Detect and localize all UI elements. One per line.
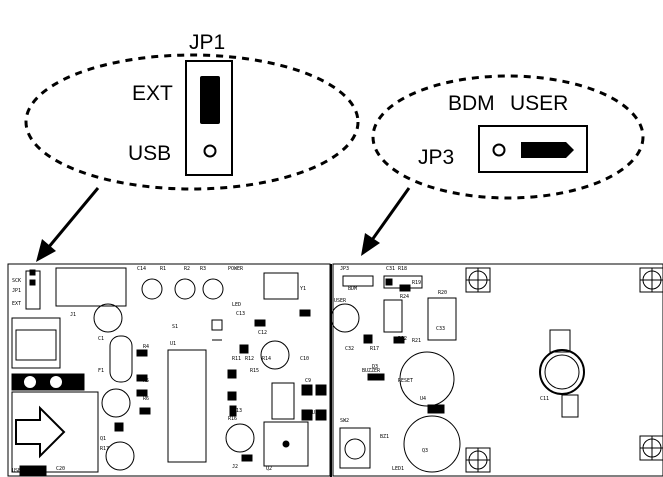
left-silk-label: R5 xyxy=(143,378,149,384)
right-silk-label: R21 xyxy=(412,338,421,344)
left-silk-label: C20 xyxy=(56,466,65,472)
jp1-title-label: JP1 xyxy=(189,31,225,54)
jp3-user-label: USER xyxy=(510,92,568,115)
right-silk-label: R17 xyxy=(370,346,379,352)
left-silk-label: C13 xyxy=(236,311,245,317)
right-silk-label: R18 xyxy=(398,266,407,272)
left-silk-label: C1 xyxy=(98,336,104,342)
right-silk-label: USER xyxy=(334,298,347,304)
right-silk-label: U4 xyxy=(420,396,426,402)
left-silk-label: S1 xyxy=(172,324,178,330)
jp3-pointer-arrow-line xyxy=(370,187,411,241)
left-silk-label: U3 xyxy=(312,410,318,416)
jp3-bdm-pin xyxy=(492,143,506,157)
left-silk-label: EXT xyxy=(12,301,21,307)
left-silk-label: J2 xyxy=(232,464,238,470)
right-silk-label: C31 xyxy=(386,266,395,272)
jp3-callout-ellipse xyxy=(371,74,645,200)
jp3-title-label: JP3 xyxy=(418,146,454,169)
right-silk-label: LED1 xyxy=(392,466,404,472)
left-silk-label: D1 xyxy=(258,320,264,326)
right-silk-label: R22 xyxy=(398,336,407,342)
jp1-usb-label: USB xyxy=(128,142,171,165)
left-silk-label: R1 xyxy=(160,266,166,272)
right-silk-label: R19 xyxy=(412,280,421,286)
right-silk-label: JP3 xyxy=(340,266,349,272)
jp1-pointer-arrowhead xyxy=(36,239,56,262)
left-silk-label: C12 xyxy=(258,330,267,336)
silkscreen-text-group: SCKJP1EXTUSBJ1S1POWERU1C1F1LEDD1C12C13C1… xyxy=(12,266,549,474)
left-silk-label: R11 xyxy=(232,356,241,362)
left-silk-label: R17 xyxy=(100,446,109,452)
left-silk-label: C14 xyxy=(137,266,146,272)
jp3-pointer-arrowhead xyxy=(361,233,380,256)
left-silk-label: R6 xyxy=(143,396,149,402)
left-silk-label: Q1 xyxy=(100,436,106,442)
right-silk-label: BDM xyxy=(348,286,357,292)
left-silk-label: R12 xyxy=(245,356,254,362)
pcb-silkscreen xyxy=(7,263,663,477)
left-silk-label: C9 xyxy=(305,378,311,384)
left-silk-label: R15 xyxy=(250,368,259,374)
right-silk-label: C32 xyxy=(345,346,354,352)
left-silk-label: LED xyxy=(232,302,241,308)
right-silk-label: RESET xyxy=(398,378,413,384)
left-silk-label: R14 xyxy=(262,356,271,362)
right-silk-label: C33 xyxy=(436,326,445,332)
right-silk-label: R24 xyxy=(400,294,409,300)
left-silk-label: Y1 xyxy=(300,286,306,292)
right-silk-label: R20 xyxy=(438,290,447,296)
left-silk-label: JP1 xyxy=(12,288,21,294)
right-silk-label: D3 xyxy=(372,364,378,370)
left-silk-label: R16 xyxy=(228,416,237,422)
jp1-jumper-shunt xyxy=(200,76,220,124)
left-silk-label: Q2 xyxy=(266,466,272,472)
jp1-callout-ellipse xyxy=(24,53,360,191)
left-silk-label: USB xyxy=(12,468,21,474)
left-silk-label: R4 xyxy=(143,344,149,350)
right-silk-label: BUZZER xyxy=(362,368,381,374)
jp1-ext-label: EXT xyxy=(132,82,173,105)
left-silk-label: U1 xyxy=(170,341,176,347)
left-silk-label: POWER xyxy=(228,266,244,272)
left-silk-label: J1 xyxy=(70,312,76,318)
left-silk-label: C10 xyxy=(300,356,309,362)
right-board-outline xyxy=(332,263,663,477)
jp1-pointer-arrow-line xyxy=(46,187,100,249)
right-silk-label: BZ1 xyxy=(380,434,389,440)
jp1-usb-pin xyxy=(203,144,217,158)
left-silk-label: R13 xyxy=(233,408,242,414)
jp3-bdm-label: BDM xyxy=(448,92,495,115)
left-silk-label: F1 xyxy=(98,368,104,374)
right-silk-label: Q3 xyxy=(422,448,428,454)
left-silk-label: R2 xyxy=(184,266,190,272)
right-silk-label: C11 xyxy=(540,396,549,402)
left-silk-label: SCK xyxy=(12,278,21,284)
left-silk-label: R3 xyxy=(200,266,206,272)
right-silk-label: SW2 xyxy=(340,418,349,424)
jp3-jumper-shunt xyxy=(521,142,574,158)
